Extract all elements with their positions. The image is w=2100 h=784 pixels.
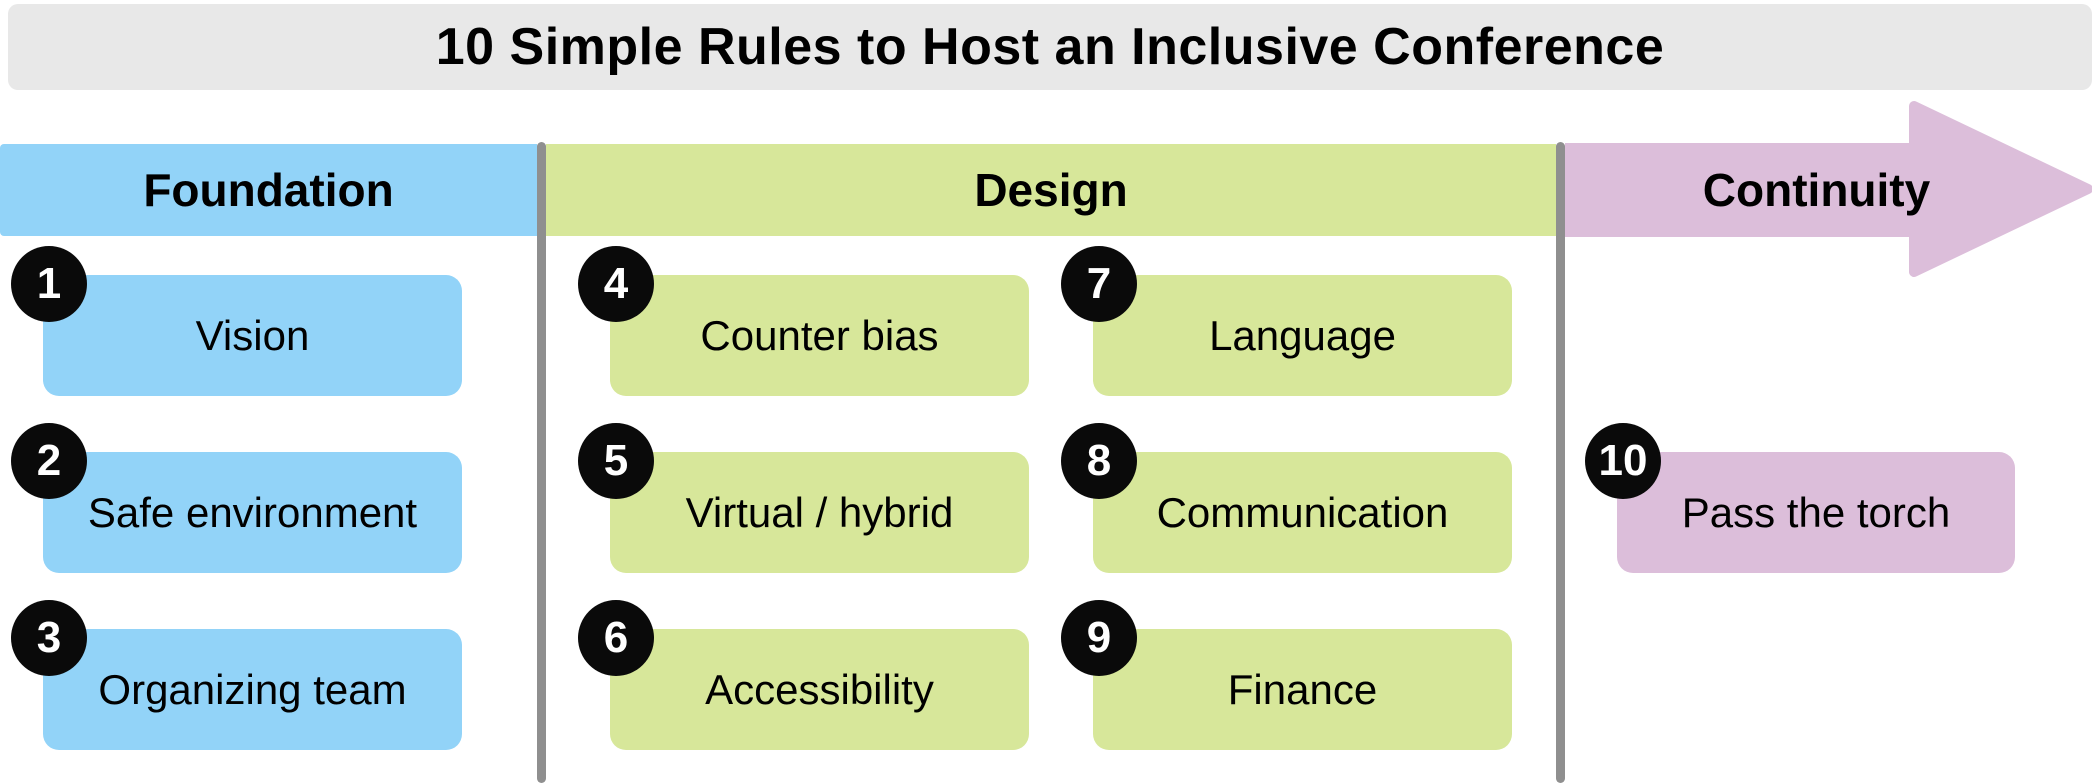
rule-label: Safe environment xyxy=(87,488,418,536)
section-header-continuity: Continuity xyxy=(1565,100,2092,278)
rule-card-finance: 9 Finance xyxy=(1061,600,1512,750)
rule-number-badge: 1 xyxy=(11,246,87,322)
rule-card-counter-bias: 4 Counter bias xyxy=(578,246,1029,396)
right-arrow-icon xyxy=(1565,101,2092,277)
rule-card-virtual-hybrid: 5 Virtual / hybrid xyxy=(578,423,1029,573)
rule-number-badge: 8 xyxy=(1061,423,1137,499)
rule-label: Pass the torch xyxy=(1681,488,1951,536)
rule-card-vision: 1 Vision xyxy=(11,246,462,396)
rule-number-badge: 2 xyxy=(11,423,87,499)
rule-card-organizing-team: 3 Organizing team xyxy=(11,600,462,750)
rule-card-language: 7 Language xyxy=(1061,246,1512,396)
rule-number-badge: 7 xyxy=(1061,246,1137,322)
rule-label: Accessibility xyxy=(705,665,934,713)
rule-label: Language xyxy=(1209,311,1396,359)
rule-number-badge: 3 xyxy=(11,600,87,676)
rule-label: Communication xyxy=(1156,488,1449,536)
section-label-continuity: Continuity xyxy=(1702,164,1931,216)
section-header-design: Design xyxy=(546,144,1556,236)
rule-number-badge: 9 xyxy=(1061,600,1137,676)
rule-number-badge: 6 xyxy=(578,600,654,676)
rule-card-accessibility: 6 Accessibility xyxy=(578,600,1029,750)
title-bar: 10 Simple Rules to Host an Inclusive Con… xyxy=(8,4,2092,90)
rule-number-badge: 4 xyxy=(578,246,654,322)
rule-label: Finance xyxy=(1227,665,1378,713)
rule-label: Organizing team xyxy=(98,665,407,713)
rule-card-pass-the-torch: 10 Pass the torch xyxy=(1585,423,2015,573)
rule-label: Counter bias xyxy=(700,311,939,359)
section-divider-1 xyxy=(537,142,546,783)
rule-card-safe-environment: 2 Safe environment xyxy=(11,423,462,573)
rule-number-badge: 10 xyxy=(1585,423,1661,499)
page-title: 10 Simple Rules to Host an Inclusive Con… xyxy=(435,18,1665,76)
section-header-foundation: Foundation xyxy=(0,144,537,236)
rule-label: Virtual / hybrid xyxy=(685,488,954,536)
section-divider-2 xyxy=(1556,142,1565,783)
section-label-foundation: Foundation xyxy=(143,164,394,216)
section-label-design: Design xyxy=(974,164,1128,216)
rule-card-communication: 8 Communication xyxy=(1061,423,1512,573)
rule-number-badge: 5 xyxy=(578,423,654,499)
rule-label: Vision xyxy=(195,311,310,359)
